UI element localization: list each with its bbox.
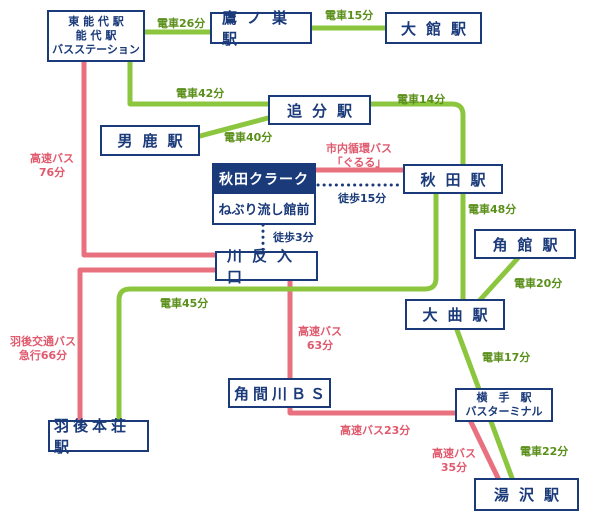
label-highway-63-line2: 63分 (306, 339, 334, 352)
station-kawabata: 川反入口 (215, 247, 318, 286)
label-omagari-yokote: 電車17分 (482, 351, 531, 364)
label-highway-63-line1: 高速バス (298, 325, 342, 338)
label-walk-3: 徒歩3分 (273, 231, 314, 244)
station-kakunodate-label: 角館駅 (492, 235, 568, 254)
station-akita-clark-label: 秋田クラーク (219, 171, 309, 188)
station-akita-clark: 秋田クラーク (212, 163, 316, 194)
label-highway-63: 高速バス 63分 (298, 325, 342, 353)
label-city-bus-line2: 「ぐるる」 (331, 156, 387, 169)
station-oga: 男鹿駅 (100, 125, 200, 156)
station-yuzawa: 湯沢駅 (474, 478, 579, 511)
station-higashinoshiro-line1: 東 能 代 駅 (68, 15, 124, 28)
bus-line-yokote-yuzawa (467, 417, 501, 481)
label-highway-35-line1: 高速バス (432, 447, 476, 460)
station-noshiro-line2: 能 代 駅 (75, 29, 117, 42)
label-highway-23: 高速バス23分 (340, 424, 411, 437)
label-ugo-bus-line2: 急行66分 (18, 349, 68, 362)
label-highway-35-line2: 35分 (440, 461, 468, 474)
station-yokote-line1: 横 手 駅 (476, 391, 532, 404)
station-omagari: 大曲駅 (405, 299, 505, 330)
label-city-bus: 市内循環バス 「ぐるる」 (326, 142, 392, 170)
station-yokote: 横 手 駅 バスターミナル (455, 388, 553, 422)
station-honjo: 羽後本荘駅 (48, 417, 149, 456)
rail-line-noshiro-oiwake (127, 57, 271, 107)
label-highway-35: 高速バス 35分 (432, 447, 476, 475)
label-ugo-bus-line1: 羽後交通バス (10, 335, 76, 348)
station-bus-station-line3: バスステーション (52, 43, 140, 56)
station-takanosu-label: 鷹ノ巣駅 (222, 9, 298, 48)
station-honjo-label: 羽後本荘駅 (54, 417, 131, 456)
label-oga-oiwake: 電車40分 (224, 131, 273, 144)
station-oiwake-label: 追分駅 (286, 101, 362, 120)
station-higashinoshiro: 東 能 代 駅 能 代 駅 バスステーション (47, 10, 145, 62)
rail-line-akita-honjo (116, 190, 439, 423)
rail-line-oiwake-omagari (368, 101, 466, 303)
label-city-bus-line1: 市内循環バス (326, 142, 392, 155)
label-noshiro-oiwake: 電車42分 (176, 87, 225, 100)
station-oiwake: 追分駅 (268, 95, 371, 125)
station-neburi: ねぶり流し館前 (212, 192, 316, 225)
station-kawabata-label: 川反入口 (227, 247, 303, 286)
bus-line-noshiro-kawabata (81, 57, 218, 258)
label-highway-76-line2: 76分 (38, 166, 66, 179)
label-walk-15: 徒歩15分 (338, 192, 387, 205)
label-highway-76-line1: 高速バス (30, 152, 74, 165)
station-odate-label: 大館駅 (400, 19, 476, 38)
station-akita: 秋田駅 (403, 164, 503, 194)
rail-line-kakunodate-omagari (477, 255, 521, 303)
station-kakunodate: 角館駅 (474, 229, 576, 259)
station-neburi-label: ねぶり流し館前 (218, 203, 310, 218)
label-akita-omagari: 電車48分 (468, 203, 517, 216)
station-yokote-line2: バスターミナル (465, 405, 543, 418)
station-yuzawa-label: 湯沢駅 (493, 486, 569, 504)
label-ugo-bus: 羽後交通バス 急行66分 (10, 335, 76, 363)
station-kakumagawa: 角間川ＢＳ (228, 378, 331, 408)
label-highway-76: 高速バス 76分 (30, 152, 74, 180)
station-akita-label: 秋田駅 (420, 170, 496, 189)
station-odate: 大館駅 (385, 12, 482, 44)
rail-line-noshiro-odate (142, 25, 388, 35)
rail-line-oga-oiwake (197, 115, 271, 139)
bus-line-kawabata-honjo (77, 267, 218, 423)
label-oiwake-akita: 電車14分 (397, 93, 446, 106)
label-takanosu-odate: 電車15分 (325, 9, 374, 22)
label-noshiro-takanosu: 電車26分 (157, 17, 206, 30)
station-takanosu: 鷹ノ巣駅 (210, 9, 312, 48)
station-oga-label: 男鹿駅 (117, 132, 193, 150)
station-omagari-label: 大曲駅 (422, 306, 498, 324)
label-kakunodate-omagari: 電車20分 (514, 277, 563, 290)
station-kakumagawa-label: 角間川ＢＳ (234, 384, 330, 403)
label-kawabata-omagari: 電車45分 (160, 297, 209, 310)
label-yokote-yuzawa: 電車22分 (520, 445, 569, 458)
